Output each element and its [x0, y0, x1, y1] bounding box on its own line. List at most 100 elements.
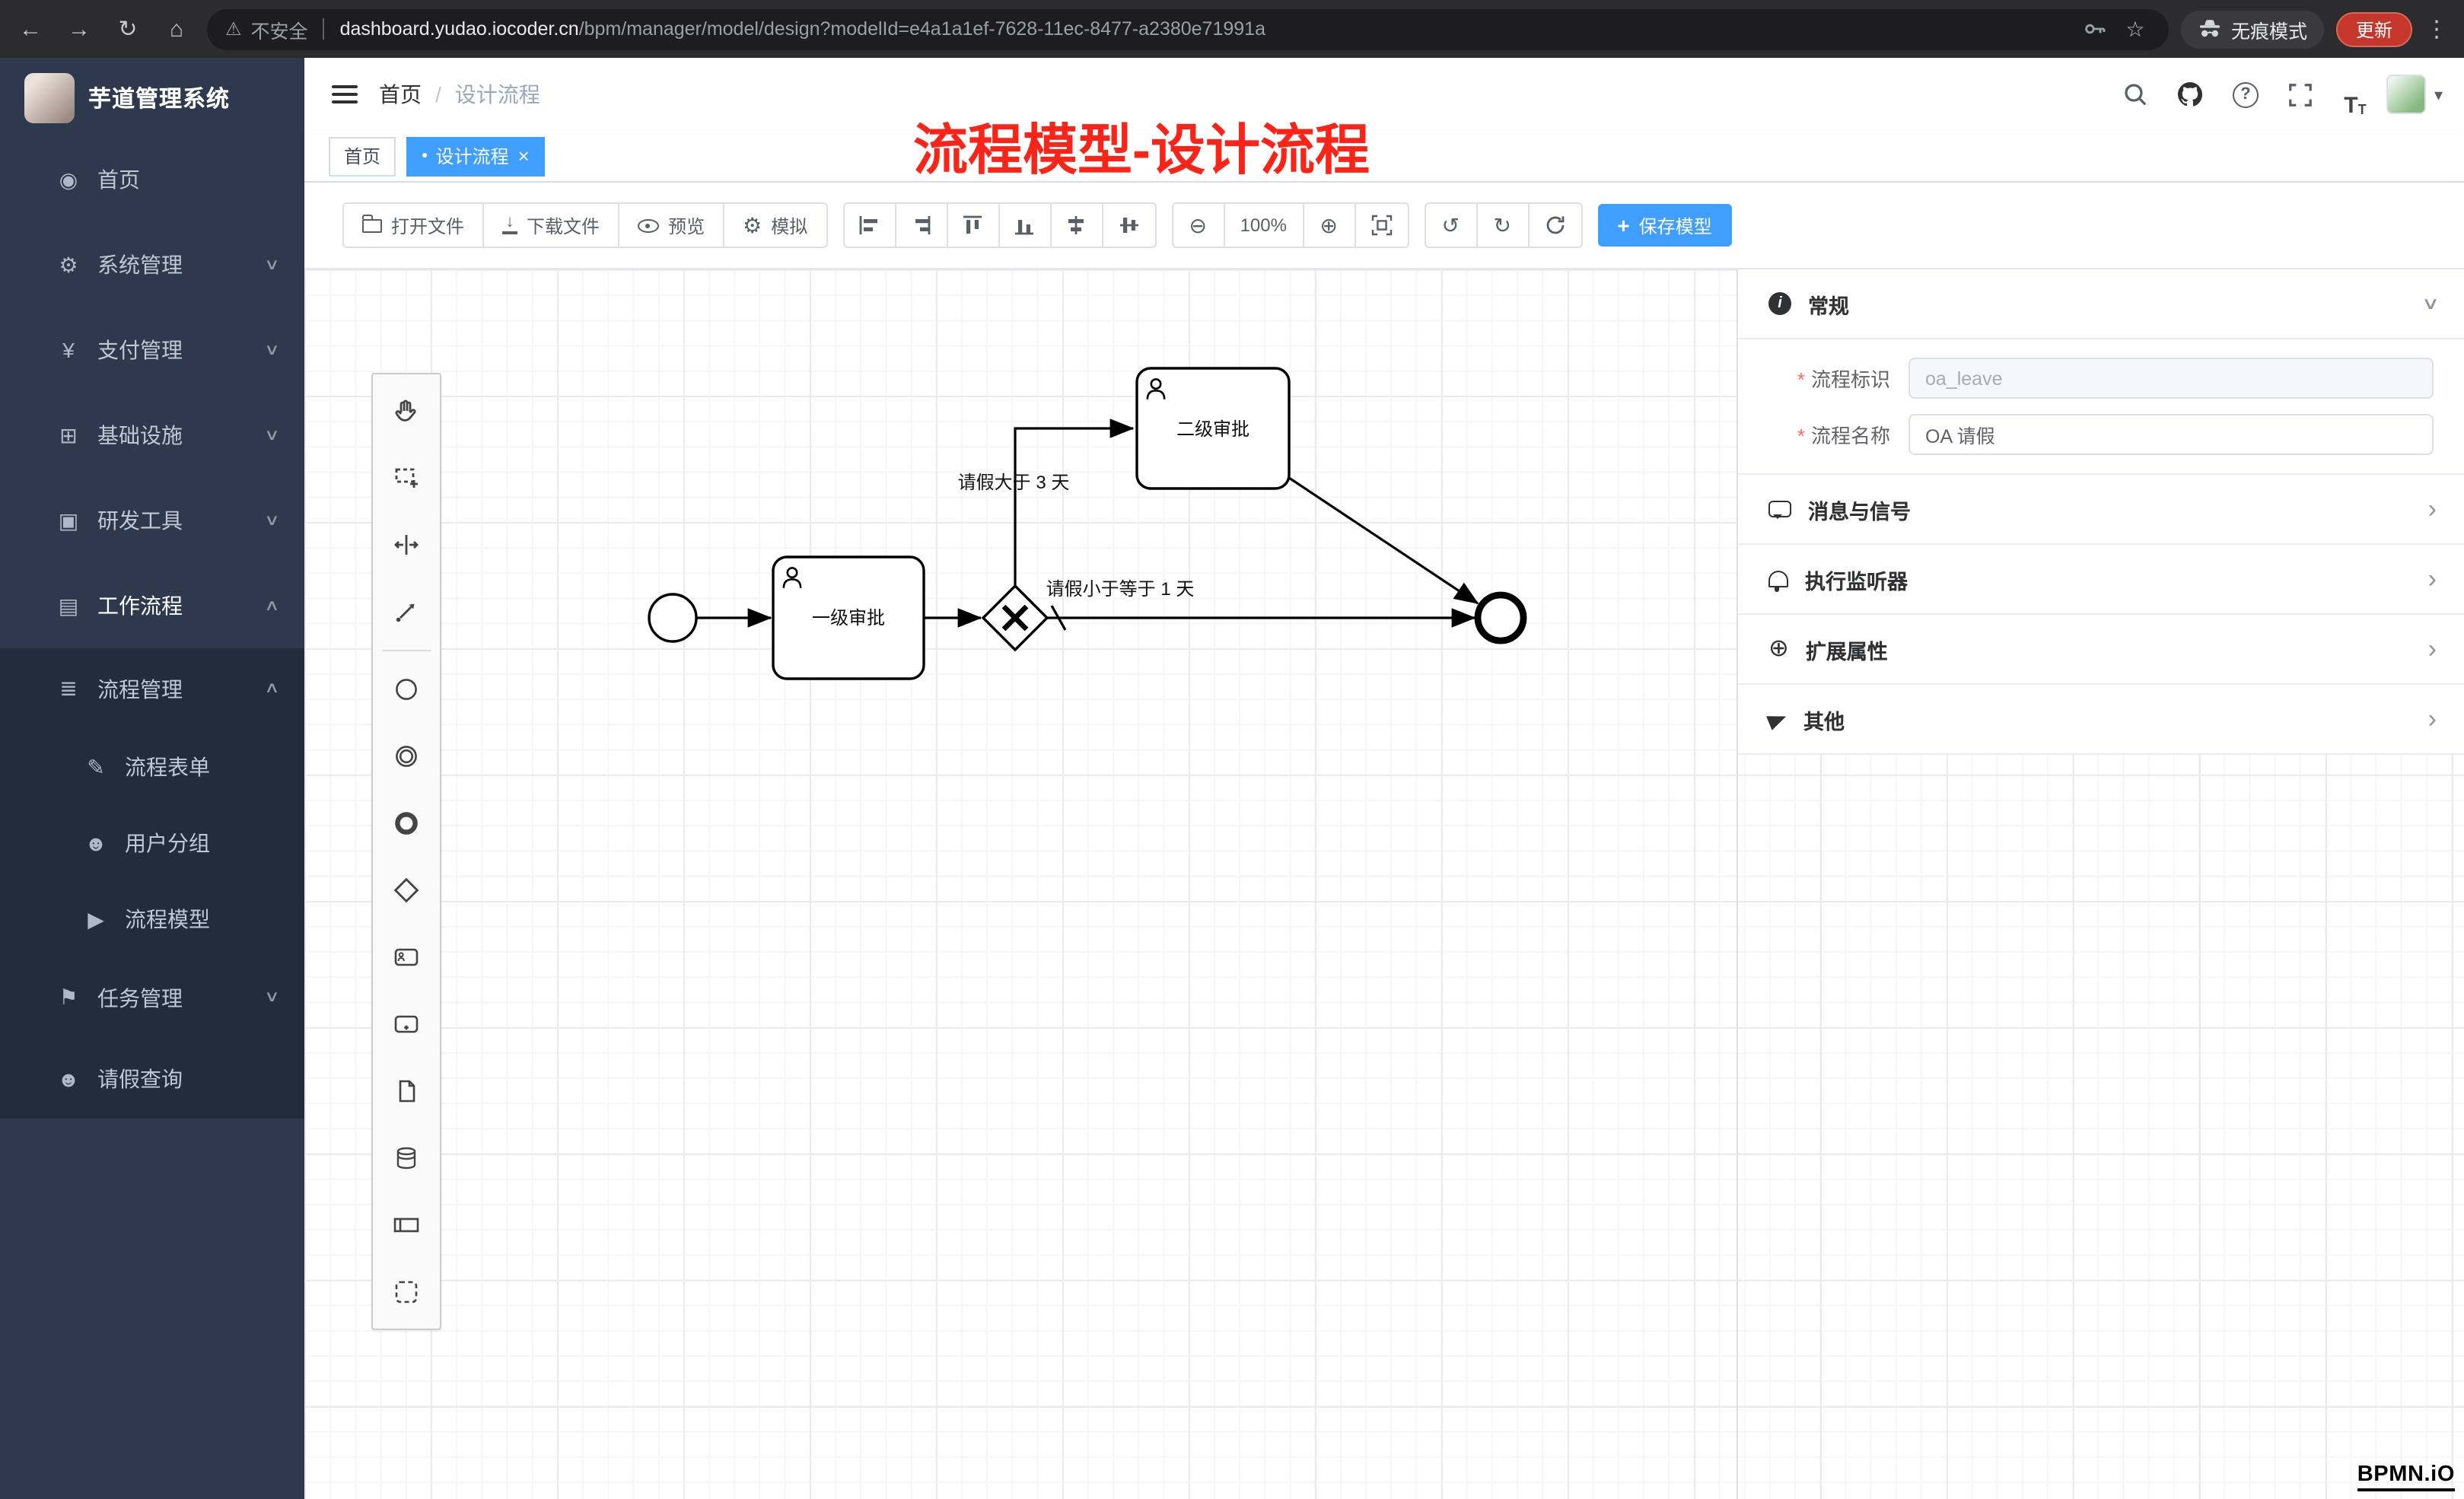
tag-home[interactable]: 首页 — [329, 136, 396, 176]
browser-forward-icon[interactable]: → — [68, 16, 91, 42]
sidebar-item-workflow[interactable]: ▤ 工作流程 ∧ — [0, 563, 304, 648]
key-icon[interactable] — [2084, 17, 2108, 41]
zoom-button-group: ⊖ 100% ⊕ — [1171, 202, 1409, 248]
tag-design-process[interactable]: ● 设计流程 × — [406, 136, 545, 176]
exclusive-gateway[interactable] — [981, 584, 1049, 652]
align-right-button[interactable] — [896, 204, 948, 247]
align-center-horizontal-button[interactable] — [1051, 204, 1103, 247]
sidebar-item-process-form[interactable]: ✎ 流程表单 — [0, 729, 304, 805]
download-file-label: 下载文件 — [527, 215, 600, 237]
bpmn-io-logo[interactable]: BPMN.iO — [2357, 1462, 2455, 1491]
sidebar-item-process-management[interactable]: ≣ 流程管理 ∧ — [0, 648, 304, 729]
flow-task2-to-end[interactable] — [1288, 476, 1479, 605]
section-title: 扩展属性 — [1805, 640, 1888, 663]
redo-button[interactable]: ↻ — [1477, 204, 1530, 247]
zoom-out-button[interactable]: ⊖ — [1173, 204, 1225, 247]
breadcrumb-home[interactable]: 首页 — [379, 82, 422, 107]
search-icon[interactable] — [2113, 72, 2159, 117]
app-logo[interactable]: 芋道管理系统 — [0, 58, 304, 137]
user-avatar-menu[interactable]: ▾ — [2386, 72, 2443, 117]
props-section-messages[interactable]: 消息与信号 › — [1738, 475, 2464, 545]
simulate-button[interactable]: ⚙ 模拟 — [724, 204, 826, 247]
chevron-down-icon: ∨ — [263, 989, 279, 1006]
props-section-extended-attributes[interactable]: ⊕ 扩展属性 › — [1738, 615, 2464, 685]
create-group[interactable] — [373, 1259, 440, 1326]
create-start-event[interactable] — [373, 656, 440, 723]
flow-gateway-to-task2[interactable] — [1014, 419, 1135, 585]
download-file-button[interactable]: ↓ 下载文件 — [484, 204, 620, 247]
chrome-update-button[interactable]: 更新 — [2335, 11, 2412, 46]
zoom-fit-button[interactable] — [1355, 204, 1408, 247]
end-event[interactable] — [1474, 591, 1527, 644]
message-icon — [1768, 501, 1791, 519]
info-icon: i — [1768, 292, 1791, 315]
create-data-store[interactable] — [373, 1125, 440, 1192]
global-connect-tool[interactable] — [373, 578, 440, 645]
process-id-input — [1908, 358, 2434, 399]
github-icon[interactable] — [2168, 72, 2214, 117]
create-participant[interactable] — [373, 1192, 440, 1259]
sidebar-item-task-management[interactable]: ⚑ 任务管理 ∨ — [0, 957, 304, 1038]
undo-button[interactable]: ↺ — [1425, 204, 1478, 247]
section-title: 执行监听器 — [1805, 570, 1908, 593]
sidebar-item-payment[interactable]: ¥ 支付管理 ∨ — [0, 307, 304, 393]
section-title: 消息与信号 — [1808, 500, 1911, 523]
security-label[interactable]: 不安全 — [250, 21, 308, 42]
collapse-sidebar-icon[interactable] — [332, 85, 358, 103]
create-user-task[interactable] — [373, 924, 440, 991]
save-model-button[interactable]: + 保存模型 — [1597, 204, 1732, 247]
create-gateway[interactable] — [373, 857, 440, 924]
zoom-in-button[interactable]: ⊕ — [1304, 204, 1356, 247]
refresh-button[interactable] — [1529, 204, 1581, 247]
general-section-title: 常规 — [1808, 294, 1849, 317]
preview-label: 预览 — [668, 215, 705, 237]
palette-separator — [382, 650, 431, 651]
create-intermediate-event[interactable] — [373, 723, 440, 790]
task-second-approval[interactable]: 二级审批 — [1135, 367, 1291, 490]
bookmark-star-icon[interactable]: ☆ — [2125, 16, 2145, 40]
props-section-execution-listener[interactable]: 执行监听器 › — [1738, 545, 2464, 615]
address-bar[interactable]: ⚠ 不安全 dashboard.yudao.iocoder.cn/bpm/man… — [207, 8, 2169, 49]
sidebar-item-infra[interactable]: ⊞ 基础设施 ∨ — [0, 393, 304, 478]
help-icon[interactable]: ? — [2223, 72, 2268, 117]
list-icon: ≣ — [59, 676, 78, 700]
general-section-header[interactable]: i 常规 ∨ — [1738, 269, 2464, 339]
sidebar-item-user-group[interactable]: ☻ 用户分组 — [0, 805, 304, 881]
tag-active-dot: ● — [422, 151, 428, 161]
preview-button[interactable]: 预览 — [619, 204, 725, 247]
align-bottom-button[interactable] — [999, 204, 1052, 247]
sidebar-item-devtools[interactable]: ▣ 研发工具 ∨ — [0, 478, 304, 563]
start-event[interactable] — [648, 593, 698, 643]
chrome-menu-icon[interactable]: ⋮ — [2425, 17, 2448, 43]
browser-reload-icon[interactable]: ↻ — [118, 17, 138, 43]
required-mark: * — [1797, 368, 1805, 391]
align-left-button[interactable] — [844, 204, 896, 247]
props-section-other[interactable]: 其他 › — [1738, 685, 2464, 755]
chevron-right-icon: › — [2427, 705, 2437, 734]
lasso-tool[interactable] — [373, 444, 440, 511]
sidebar-item-process-model[interactable]: ▶ 流程模型 — [0, 881, 304, 957]
sidebar-item-label: 流程模型 — [125, 907, 210, 931]
fullscreen-icon[interactable] — [2278, 72, 2323, 117]
task-first-approval[interactable]: 一级审批 — [772, 555, 925, 680]
create-data-object[interactable] — [373, 1058, 440, 1125]
align-top-button[interactable] — [947, 204, 1000, 247]
sidebar-item-home[interactable]: ◉ 首页 — [0, 137, 304, 222]
hand-tool[interactable] — [373, 377, 440, 444]
create-subprocess[interactable] — [373, 991, 440, 1058]
tag-close-icon[interactable]: × — [517, 145, 530, 167]
align-center-vertical-button[interactable] — [1103, 204, 1155, 247]
sidebar-item-label: 研发工具 — [97, 508, 183, 533]
sidebar-item-label: 系统管理 — [97, 253, 183, 277]
sidebar-item-leave-query[interactable]: ☻ 请假查询 — [0, 1038, 304, 1119]
browser-home-icon[interactable]: ⌂ — [169, 16, 184, 42]
create-end-event[interactable] — [373, 790, 440, 857]
gear-icon: ⚙ — [59, 252, 78, 276]
bpmn-canvas[interactable]: 请假大于 3 天 请假小于等于 1 天 一级审批 — [304, 268, 2464, 1499]
space-tool[interactable] — [373, 511, 440, 578]
sidebar-item-system[interactable]: ⚙ 系统管理 ∨ — [0, 222, 304, 307]
open-file-button[interactable]: 打开文件 — [344, 204, 485, 247]
process-name-input[interactable] — [1908, 414, 2434, 455]
browser-back-icon[interactable]: ← — [19, 16, 42, 42]
